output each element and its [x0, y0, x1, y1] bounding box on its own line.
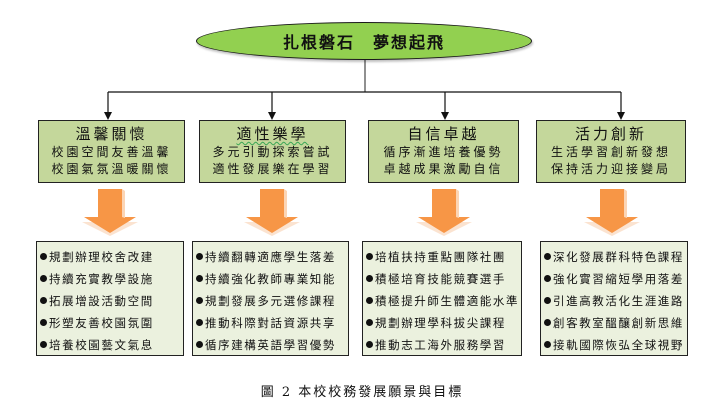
arrowhead-icon — [617, 112, 625, 120]
down-arrow-icon — [584, 189, 640, 236]
goal-item-text: 拓展增設活動空間 — [49, 294, 154, 308]
goal-item-text: 引進高教活化生涯進路 — [553, 294, 684, 308]
goal-item-text: 推動科際對話資源共享 — [205, 316, 336, 330]
goal-item-text: 積極培育技能競賽選手 — [375, 272, 506, 286]
branch-title: 活力創新 — [574, 125, 647, 143]
bullet-icon — [196, 319, 203, 326]
branch-box-2: 適性樂學 多元引動探索嘗試 適性發展樂在學習 — [199, 120, 346, 183]
bullet-icon — [544, 275, 551, 282]
branch-box-3: 自信卓越 循序漸進培養優勢 卓越成果激勵自信 — [368, 120, 519, 183]
branch-title: 溫馨關懷 — [75, 125, 148, 143]
goal-item-text: 持續翻轉適應學生落差 — [205, 250, 336, 264]
root-vision-ellipse: 扎根磐石 夢想起飛 — [196, 22, 532, 60]
branch-subtitle-line: 生活學習創新發想 — [550, 145, 671, 159]
goal-item-text: 規劃辦理校舍改建 — [49, 250, 154, 264]
down-arrow-icon — [416, 189, 472, 236]
goal-item: 推動志工海外服務學習 — [366, 334, 521, 356]
branch-arrow-3 — [441, 92, 449, 120]
goal-item-text: 循序建構英語學習優勢 — [205, 338, 336, 352]
branch-subtitle-line: 循序漸進培養優勢 — [383, 145, 504, 159]
goal-item: 積極培育技能競賽選手 — [366, 268, 521, 290]
bullet-icon — [366, 341, 373, 348]
bullet-icon — [366, 319, 373, 326]
bullet-icon — [196, 297, 203, 304]
down-arrow-icon — [244, 189, 300, 236]
goal-item: 形塑友善校園氛圍 — [40, 312, 183, 334]
bullet-icon — [196, 253, 203, 260]
goal-item: 規劃辦理校舍改建 — [40, 246, 183, 268]
goal-item: 引進高教活化生涯進路 — [544, 290, 687, 312]
bullet-icon — [544, 253, 551, 260]
bullet-icon — [40, 319, 47, 326]
branch-subtitle-line: 校園空間友善溫馨 — [51, 145, 172, 159]
goal-list-1: 規劃辦理校舍改建 持續充實教學設施 拓展增設活動空間 形塑友善校園氛圍 培養校園… — [36, 241, 184, 356]
goal-item-text: 積極提升師生體適能水準 — [375, 294, 520, 308]
arrowhead-icon — [268, 112, 276, 120]
arrowhead-icon — [104, 112, 112, 120]
branch-box-4: 活力創新 生活學習創新發想 保持活力迎接變局 — [536, 120, 686, 183]
goal-item-text: 形塑友善校園氛圍 — [49, 316, 154, 330]
branch-arrow-1 — [104, 92, 112, 120]
bullet-icon — [40, 341, 47, 348]
goal-item-text: 創客教室醞釀創新思維 — [553, 316, 684, 330]
branch-box-1: 溫馨關懷 校園空間友善溫馨 校園氣氛溫暖關懷 — [38, 120, 185, 183]
goal-item: 持續充實教學設施 — [40, 268, 183, 290]
goal-item-text: 深化發展群科特色課程 — [553, 250, 684, 264]
goal-item-text: 培植扶持重點團隊社團 — [375, 250, 506, 264]
goal-item: 培植扶持重點團隊社團 — [366, 246, 521, 268]
goal-item: 循序建構英語學習優勢 — [196, 334, 348, 356]
goal-item-text: 培養校園藝文氣息 — [49, 338, 154, 352]
branch-subtitle-line: 卓越成果激勵自信 — [383, 162, 504, 176]
goal-item: 拓展增設活動空間 — [40, 290, 183, 312]
branch-arrow-4 — [617, 92, 625, 120]
goal-item-text: 接軌國際恢弘全球視野 — [553, 338, 684, 352]
bullet-icon — [40, 253, 47, 260]
goal-item: 深化發展群科特色課程 — [544, 246, 687, 268]
branch-title: 自信卓越 — [407, 125, 480, 143]
down-arrow-icon — [82, 189, 138, 236]
bullet-icon — [196, 275, 203, 282]
goal-item-text: 強化實習縮短學用落差 — [553, 272, 684, 286]
branch-subtitle-line: 校園氣氛溫暖關懷 — [51, 162, 172, 176]
goal-item: 強化實習縮短學用落差 — [544, 268, 687, 290]
branch-subtitle-line: 適性發展樂在學習 — [212, 162, 333, 176]
goal-item: 培養校園藝文氣息 — [40, 334, 183, 356]
goal-item-text: 持續強化教師專業知能 — [205, 272, 336, 286]
goal-item: 持續強化教師專業知能 — [196, 268, 348, 290]
branch-subtitle-line: 保持活力迎接變局 — [550, 162, 671, 176]
goal-item-text: 規劃發展多元選修課程 — [205, 294, 336, 308]
goal-item: 規劃辦理學科拔尖課程 — [366, 312, 521, 334]
bullet-icon — [366, 253, 373, 260]
root-vision-label: 扎根磐石 夢想起飛 — [282, 33, 445, 52]
goal-item-text: 持續充實教學設施 — [49, 272, 154, 286]
bullet-icon — [366, 297, 373, 304]
bullet-icon — [544, 297, 551, 304]
arrowhead-icon — [441, 112, 449, 120]
goal-list-2: 持續翻轉適應學生落差 持續強化教師專業知能 規劃發展多元選修課程 推動科際對話資… — [192, 241, 349, 356]
goal-item: 規劃發展多元選修課程 — [196, 290, 348, 312]
goal-item: 推動科際對話資源共享 — [196, 312, 348, 334]
bullet-icon — [40, 275, 47, 282]
goal-item: 持續翻轉適應學生落差 — [196, 246, 348, 268]
goal-item-text: 推動志工海外服務學習 — [375, 338, 506, 352]
bullet-icon — [40, 297, 47, 304]
goal-list-3: 培植扶持重點團隊社團 積極培育技能競賽選手 積極提升師生體適能水準 規劃辦理學科… — [362, 241, 522, 356]
goal-list-4: 深化發展群科特色課程 強化實習縮短學用落差 引進高教活化生涯進路 創客教室醞釀創… — [540, 241, 688, 356]
goal-item-text: 規劃辦理學科拔尖課程 — [375, 316, 506, 330]
figure-caption: 圖 2 本校校務發展願景與目標 — [260, 385, 464, 400]
bullet-icon — [366, 275, 373, 282]
goal-item: 創客教室醞釀創新思維 — [544, 312, 687, 334]
branch-title: 適性樂學 — [236, 125, 309, 143]
bullet-icon — [544, 319, 551, 326]
branch-subtitle-line: 多元引動探索嘗試 — [212, 145, 333, 159]
bullet-icon — [544, 341, 551, 348]
bullet-icon — [196, 341, 203, 348]
goal-item: 積極提升師生體適能水準 — [366, 290, 521, 312]
branch-arrow-2 — [268, 92, 276, 120]
goal-item: 接軌國際恢弘全球視野 — [544, 334, 687, 356]
